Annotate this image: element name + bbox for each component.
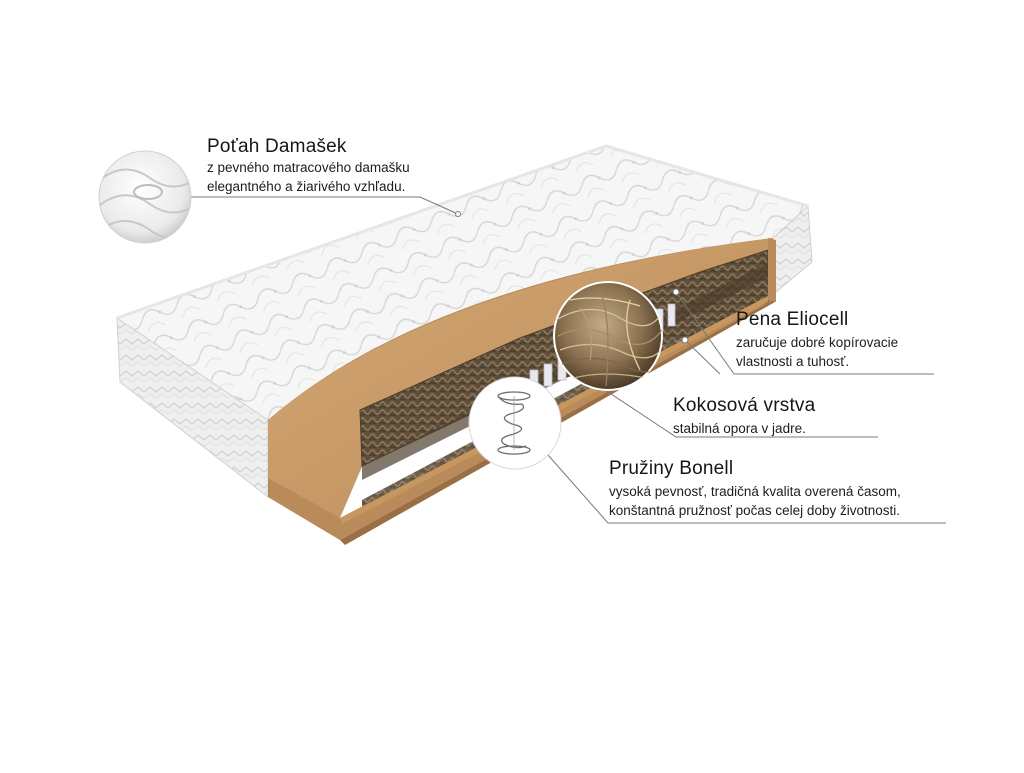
callout-springs-title: Pružiny Bonell <box>609 458 734 479</box>
coconut-fiber-icon <box>553 281 663 391</box>
callout-cover: Poťah Damašek z pevného matracového dama… <box>207 136 410 196</box>
callout-coco-title: Kokosová vrstva <box>673 395 816 416</box>
callout-foam-line-2: vlastnosti a tuhosť. <box>736 354 850 369</box>
callout-springs-line-1: vysoká pevnosť, tradičná kvalita overená… <box>609 484 901 499</box>
callout-coco-line-1: stabilná opora v jadre. <box>673 421 806 436</box>
callout-coco: Kokosová vrstva stabilná opora v jadre. <box>673 395 815 438</box>
callout-foam-line-1: zaručuje dobré kopírovacie <box>736 335 899 350</box>
callout-foam: Pena Eliocell zaručuje dobré kopírovacie… <box>736 309 898 371</box>
callout-springs: Pružiny Bonell vysoká pevnosť, tradičná … <box>609 458 901 520</box>
callout-cover-line-1: z pevného matracového damašku <box>207 160 410 175</box>
callout-foam-title: Pena Eliocell <box>736 309 849 330</box>
bonnell-spring-icon <box>468 376 562 470</box>
callout-cover-title: Poťah Damašek <box>207 136 347 157</box>
damask-fabric-icon <box>98 150 192 244</box>
callout-cover-line-2: elegantného a žiarivého vzhľadu. <box>207 179 406 194</box>
callout-springs-line-2: konštantná pružnosť počas celej doby živ… <box>609 503 900 518</box>
leader-lines <box>190 196 946 524</box>
